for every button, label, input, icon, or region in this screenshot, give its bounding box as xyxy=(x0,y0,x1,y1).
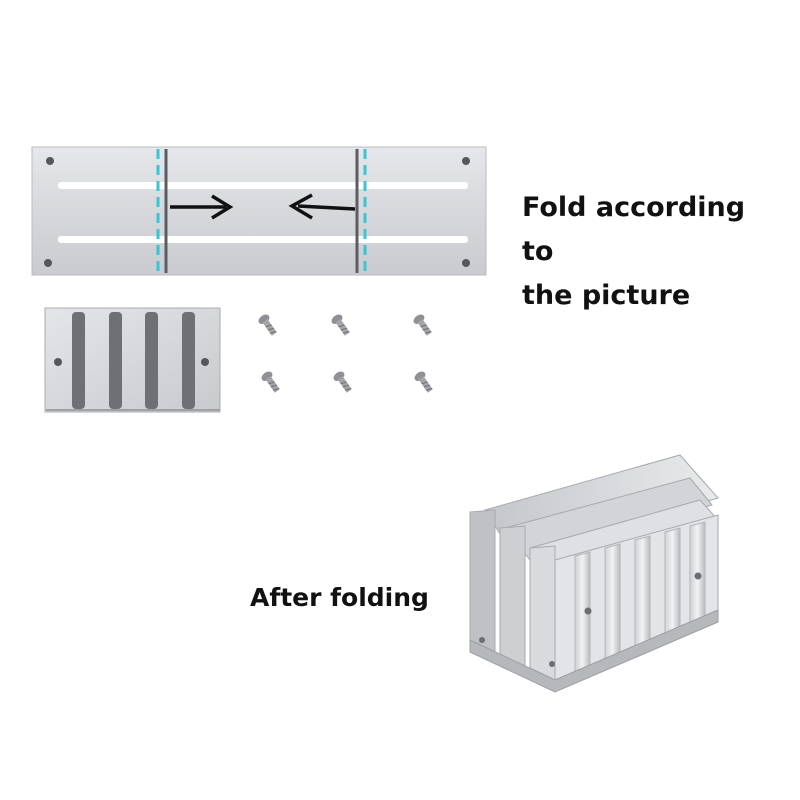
fold-instruction-caption: Fold according to the picture xyxy=(522,186,782,318)
thermal-pad xyxy=(72,312,85,409)
fold-instruction-line2: the picture xyxy=(522,280,691,311)
heatsink-fins xyxy=(574,521,706,678)
unfolded-plate xyxy=(31,146,487,276)
thermal-pad xyxy=(182,312,195,409)
screw-icon xyxy=(331,314,350,336)
base-plate xyxy=(44,307,221,413)
plate-hole xyxy=(44,259,52,267)
plate-slot-top xyxy=(58,182,468,189)
plate-hole xyxy=(54,358,62,366)
plate-hole xyxy=(694,572,702,580)
plate-hole xyxy=(46,157,54,165)
screws xyxy=(258,314,433,393)
screw-icon xyxy=(333,371,352,393)
thermal-pad xyxy=(109,312,122,409)
fold-line-right xyxy=(355,149,367,273)
fold-line-left xyxy=(156,149,168,273)
folded-heatsink xyxy=(469,454,719,693)
plate-hole xyxy=(549,661,555,667)
plate-hole xyxy=(462,157,470,165)
screw-icon xyxy=(258,314,277,336)
plate-slot-bottom xyxy=(58,236,468,243)
plate-hole xyxy=(462,259,470,267)
thermal-pad xyxy=(145,312,158,409)
screw-icon xyxy=(261,371,280,393)
screw-icon xyxy=(413,314,432,336)
arrow-right-icon xyxy=(170,194,234,220)
plate-hole xyxy=(584,607,592,615)
fold-instruction-line1: Fold according to xyxy=(522,192,746,267)
after-folding-caption: After folding xyxy=(250,583,429,612)
screw-icon xyxy=(414,371,433,393)
plate-hole xyxy=(479,637,485,643)
arrow-left-icon xyxy=(288,193,356,220)
plate-hole xyxy=(201,358,209,366)
